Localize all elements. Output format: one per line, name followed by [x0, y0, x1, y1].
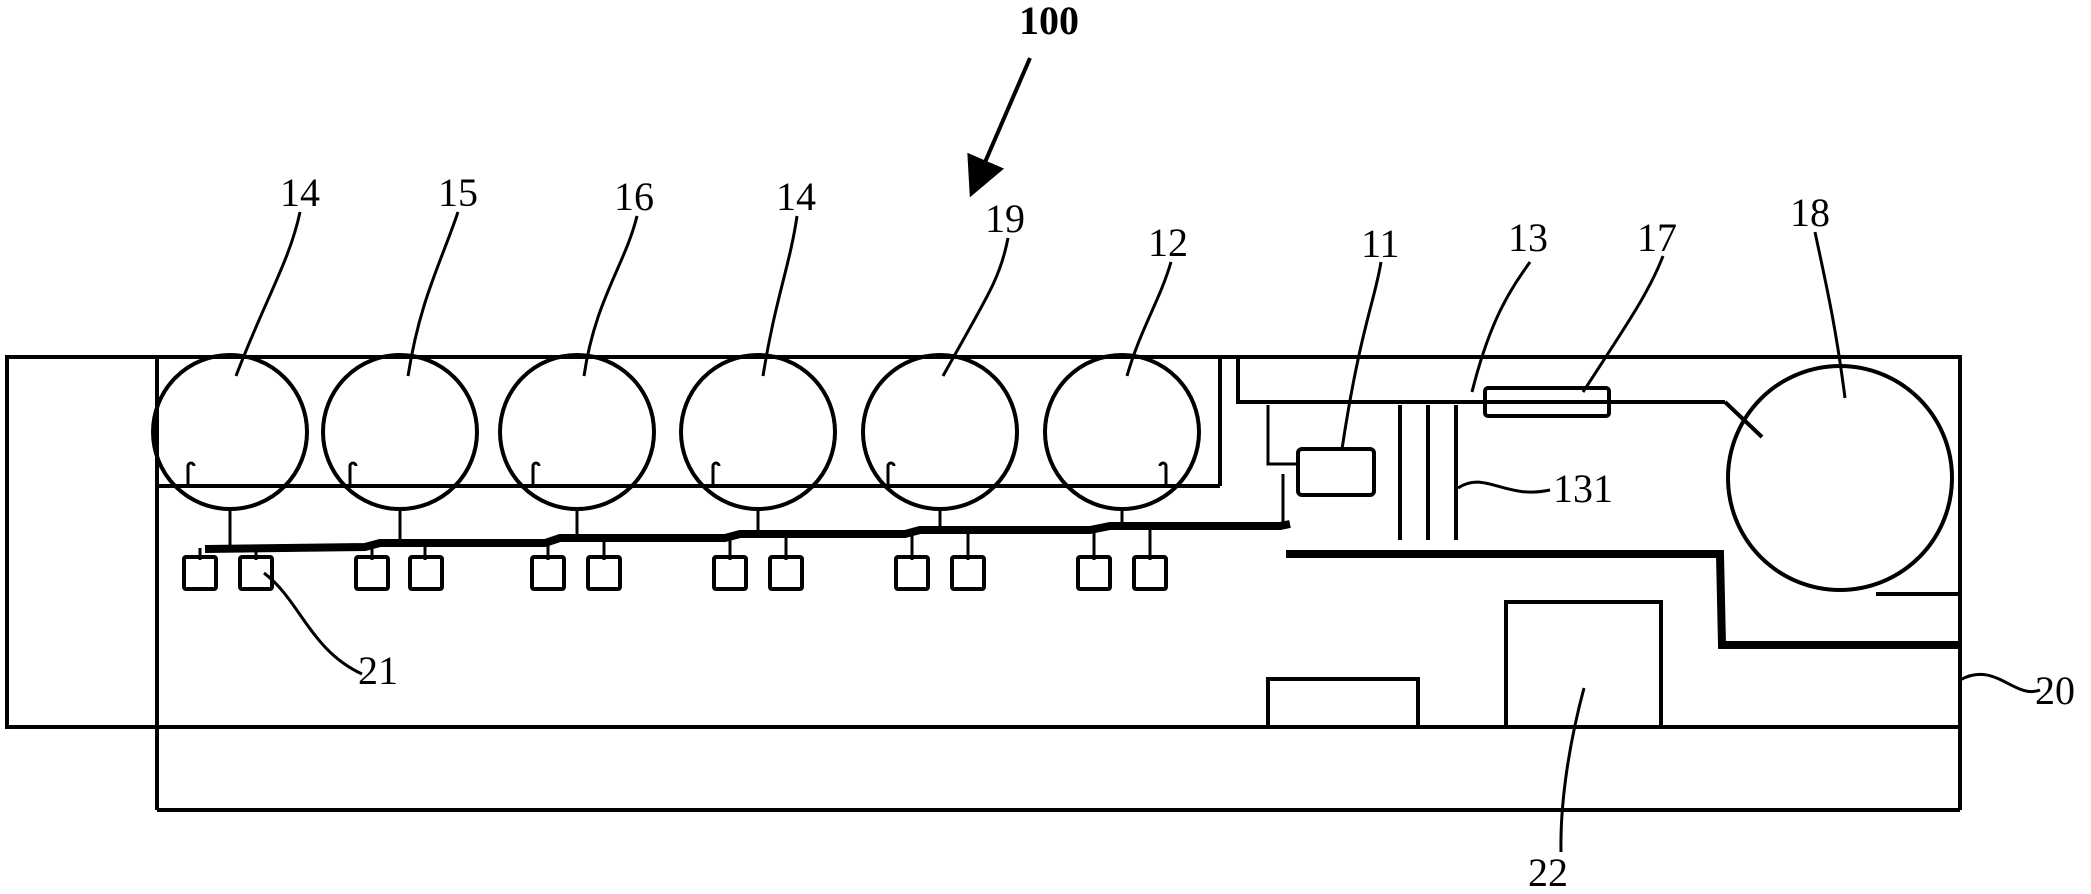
label-16: 16 [614, 174, 654, 219]
label-21: 21 [358, 648, 398, 693]
label-19: 19 [985, 196, 1025, 241]
label-12: 12 [1148, 220, 1188, 265]
leader-lines [234, 211, 2041, 853]
component-small [1266, 677, 1420, 729]
housing-20 [5, 355, 1962, 812]
manifold-line [198, 520, 1291, 560]
label-100: 100 [1019, 0, 1079, 43]
label-20: 20 [2035, 668, 2075, 713]
label-14-a: 14 [280, 170, 320, 215]
label-13: 13 [1508, 215, 1548, 260]
tank-18 [1726, 364, 1954, 592]
controller-11 [1296, 447, 1376, 497]
label-22: 22 [1528, 850, 1568, 894]
ref-arrow-100 [967, 57, 1032, 198]
separator-wall [1286, 550, 1960, 649]
label-17: 17 [1637, 215, 1677, 260]
upper-chamber-wall [157, 357, 1222, 488]
nozzles-21 [182, 555, 1168, 591]
label-15: 15 [438, 170, 478, 215]
label-18: 18 [1790, 190, 1830, 235]
right-assembly [1236, 357, 1764, 540]
tank-hooks [186, 461, 1168, 484]
label-11: 11 [1361, 221, 1400, 266]
label-131: 131 [1553, 466, 1613, 511]
element-17 [1483, 386, 1611, 418]
component-22 [1504, 600, 1663, 729]
label-14-b: 14 [776, 174, 816, 219]
